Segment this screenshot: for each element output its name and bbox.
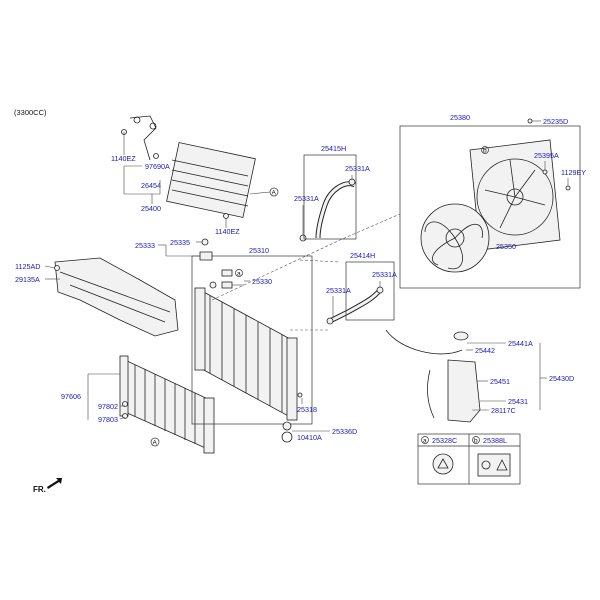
label-25318: 25318 [297, 405, 317, 414]
legend-table: a 25328C b 25388L [417, 433, 521, 485]
label-25331a-2: 25331A [294, 194, 319, 203]
upper-hose-box [303, 154, 357, 240]
condenser: A [119, 355, 215, 454]
label-25330: 25330 [252, 277, 272, 286]
ref-a-radiator: a [237, 271, 241, 278]
ref-A-top: A [272, 190, 277, 197]
lower-hose [326, 286, 384, 325]
legend-part-b: 25388L [483, 436, 507, 445]
label-25336d: 25336D [332, 427, 357, 436]
label-25333: 25333 [135, 241, 155, 250]
label-25350: 25350 [496, 242, 516, 251]
label-25414h: 25414H [350, 251, 375, 260]
fan-motor [420, 203, 490, 273]
ref-a-marker-radiator [235, 269, 243, 277]
label-97803: 97803 [98, 415, 118, 424]
legend-ref-a: a [423, 438, 427, 445]
label-25380: 25380 [450, 113, 470, 122]
label-97802: 97802 [98, 402, 118, 411]
front-label: FR. [33, 485, 46, 494]
label-25441a: 25441A [508, 339, 533, 348]
label-1140ez-top: 1140EZ [111, 154, 136, 163]
lower-hose-box [345, 261, 395, 321]
label-25430d: 25430D [549, 374, 574, 383]
front-arrow-icon [47, 478, 62, 489]
front-orientation-indicator: FR. [33, 478, 62, 494]
label-25451: 25451 [490, 377, 510, 386]
label-25331a-3: 25331A [372, 270, 397, 279]
label-25400: 25400 [141, 204, 161, 213]
legend-ref-b: b [474, 438, 478, 445]
label-26454: 26454 [141, 181, 161, 190]
label-25331a-1: 25331A [345, 164, 370, 173]
label-1140ez-mid: 1140EZ [215, 227, 240, 236]
label-25395a: 25395A [534, 151, 559, 160]
label-25310: 25310 [249, 246, 269, 255]
reservoir-tank [447, 331, 481, 423]
ref-A-bottom: A [153, 440, 158, 447]
upper-hose [299, 178, 357, 242]
fan-group-box [399, 125, 581, 289]
label-1129ey: 1129EY [561, 168, 586, 177]
label-10410a: 10410A [297, 433, 322, 442]
ref-b-marker [481, 146, 489, 154]
label-25235d: 25235D [543, 117, 568, 126]
label-1125ad: 1125AD [15, 262, 40, 271]
ref-b: b [483, 148, 487, 155]
label-25331a-4: 25331A [326, 286, 351, 295]
air-guard [54, 257, 179, 337]
radiator [194, 281, 298, 421]
ref-A-marker-bottom [150, 437, 160, 447]
label-25415h: 25415H [321, 144, 346, 153]
label-29135a: 29135A [15, 275, 40, 284]
label-97606: 97606 [61, 392, 81, 401]
warning-label-icon [432, 453, 454, 475]
label-25335: 25335 [170, 238, 190, 247]
label-25431: 25431 [508, 397, 528, 406]
engine-header: (3300CC) [14, 108, 47, 117]
legend-part-a: 25328C [432, 436, 457, 445]
info-label-icon [477, 453, 511, 477]
label-28117c: 28117C [491, 406, 516, 415]
radiator-group-box [191, 255, 313, 425]
label-25442: 25442 [475, 346, 495, 355]
label-97690a: 97690A [145, 162, 170, 171]
oil-cooler-assembly: A [121, 115, 279, 219]
